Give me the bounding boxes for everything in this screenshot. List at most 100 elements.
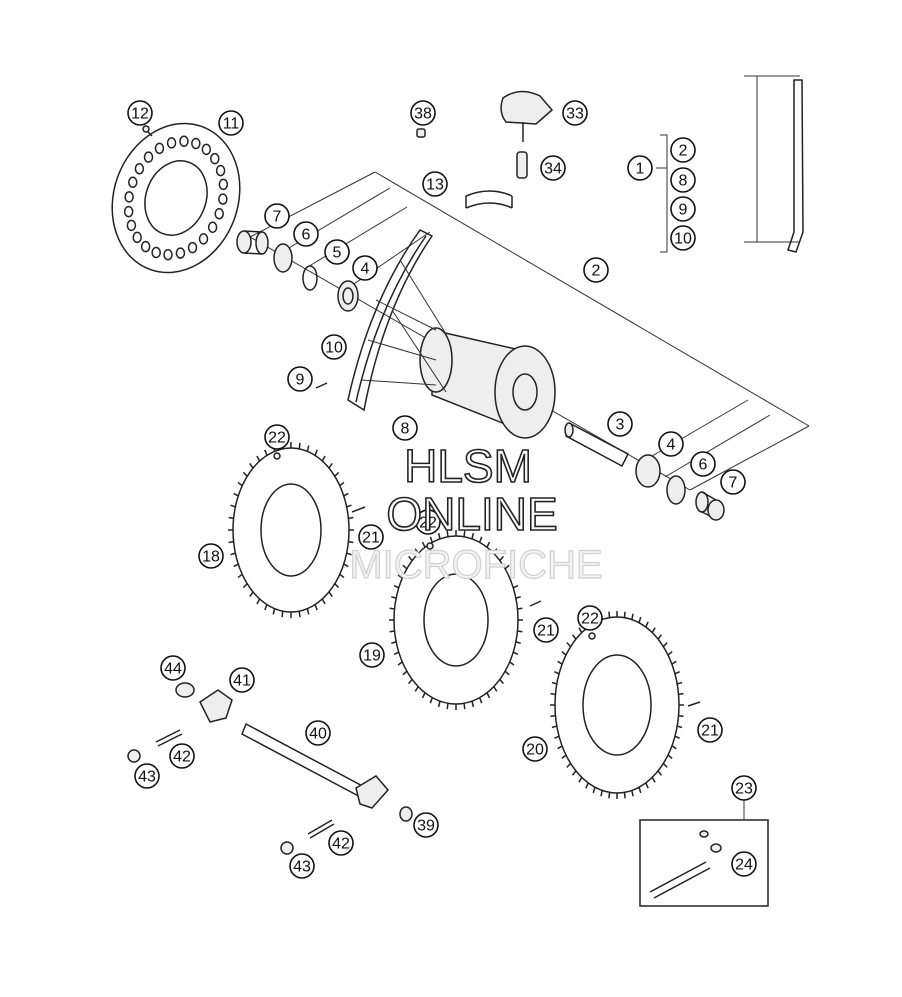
callout-number: 24: [735, 857, 753, 874]
sprocket-tooth: [517, 630, 523, 633]
sprocket-tooth: [515, 595, 521, 599]
callout-circle: [293, 221, 319, 247]
sprocket-tooth: [421, 692, 426, 699]
callout-circle: [287, 366, 313, 392]
sprocket-tooth: [550, 714, 556, 718]
sprocket-tooth: [281, 611, 284, 618]
callout-number: 4: [667, 437, 676, 454]
sprocket-tooth: [408, 678, 413, 685]
sprocket-tooth: [437, 700, 441, 708]
callout-circle: [583, 257, 609, 283]
callout-2: 2: [583, 257, 609, 283]
sprocket-tooth: [504, 564, 510, 570]
callout-circle: [358, 524, 384, 550]
callout-21: 21: [697, 717, 723, 743]
callout-circle: [627, 155, 653, 181]
disc-hole: [126, 219, 137, 232]
sprocket-tooth: [554, 735, 560, 740]
callout-circle: [533, 617, 559, 643]
callout-circle: [422, 171, 448, 197]
sprocket-tooth: [499, 678, 504, 685]
callout-number: 43: [138, 769, 156, 786]
callout-10: 10: [321, 334, 347, 360]
sprocket-tooth: [414, 548, 419, 554]
callout-34: 34: [540, 155, 566, 181]
callout-number: 5: [333, 245, 342, 262]
sprocket-tooth: [676, 681, 683, 685]
sprocket-tooth: [421, 541, 426, 548]
sprocket-tooth: [393, 584, 400, 589]
callout-number: 11: [223, 116, 240, 133]
sprocket-tooth: [471, 700, 475, 708]
callout-number: 38: [414, 106, 432, 123]
sprocket-tooth: [557, 745, 563, 750]
disc-hole: [215, 164, 226, 177]
callout-number: 9: [679, 202, 688, 219]
sprocket-tooth: [657, 770, 663, 776]
disc-hole: [163, 248, 173, 261]
callout-circle: [658, 431, 684, 457]
callout-circle: [328, 830, 354, 856]
sprocket-bolt: [687, 701, 701, 707]
callout-number: 22: [581, 611, 599, 628]
callout-circle: [160, 655, 186, 681]
callout-44: 44: [160, 655, 186, 681]
callout-number: 34: [544, 161, 562, 178]
callout-circle: [305, 720, 331, 746]
sprocket-tooth: [463, 703, 466, 710]
spoke-nipple: [315, 382, 328, 389]
callout-6: 6: [690, 451, 716, 477]
sprocket-tooth: [608, 792, 611, 799]
sprocket-tooth: [551, 725, 558, 729]
sprocket-tooth: [228, 540, 234, 544]
sprocket-tooth: [233, 492, 239, 497]
callout-2: 2: [670, 137, 696, 163]
callout-number: 7: [729, 475, 738, 492]
bushing-right: [695, 491, 725, 521]
sprocket-tooth: [671, 660, 677, 665]
sprocket-tooth: [557, 660, 563, 665]
callout-19: 19: [359, 642, 385, 668]
callout-33: 33: [562, 100, 588, 126]
sprocket-tooth: [249, 591, 254, 597]
sprocket-tooth: [662, 642, 668, 648]
sprocket-tooth: [585, 782, 589, 789]
shaft-seal-left: [273, 243, 293, 273]
callout-circle: [218, 110, 244, 136]
callout-number: 1: [636, 161, 645, 178]
sprocket-tooth: [512, 651, 519, 656]
callout-circle: [607, 411, 633, 437]
sprocket-tooth: [389, 607, 395, 610]
sprocket-tooth: [517, 607, 523, 610]
callout-number: 40: [309, 726, 327, 743]
callout-number: 2: [679, 143, 688, 160]
callout-number: 6: [699, 457, 708, 474]
callout-11: 11: [218, 110, 244, 136]
callout-9: 9: [670, 196, 696, 222]
disc-hole: [191, 137, 201, 150]
callout-circle: [522, 736, 548, 762]
sprocket-nut: [273, 452, 281, 460]
watermark-line-2: ONLINE: [386, 488, 557, 540]
disc-hole: [132, 231, 142, 244]
watermark-line-3: MICROFICHE: [349, 543, 602, 587]
sprocket-tooth: [667, 754, 673, 759]
callout-number: 8: [401, 421, 410, 438]
callout-42: 42: [328, 830, 354, 856]
callout-39: 39: [413, 812, 439, 838]
sprocket-tooth: [328, 463, 333, 469]
callout-number: 21: [362, 530, 380, 547]
callout-12: 12: [127, 100, 153, 126]
sprocket-tooth: [561, 651, 567, 656]
sprocket-tooth: [408, 555, 413, 562]
callout-circle: [127, 100, 153, 126]
adjuster-screw-42b: [307, 819, 335, 839]
sprocket-tooth: [233, 563, 239, 568]
disc-hole: [198, 233, 209, 245]
sprocket-tooth: [486, 541, 491, 548]
callout-number: 21: [701, 723, 719, 740]
bearing-right: [635, 454, 661, 488]
callout-38: 38: [410, 100, 436, 126]
sprocket-tooth: [631, 613, 634, 620]
